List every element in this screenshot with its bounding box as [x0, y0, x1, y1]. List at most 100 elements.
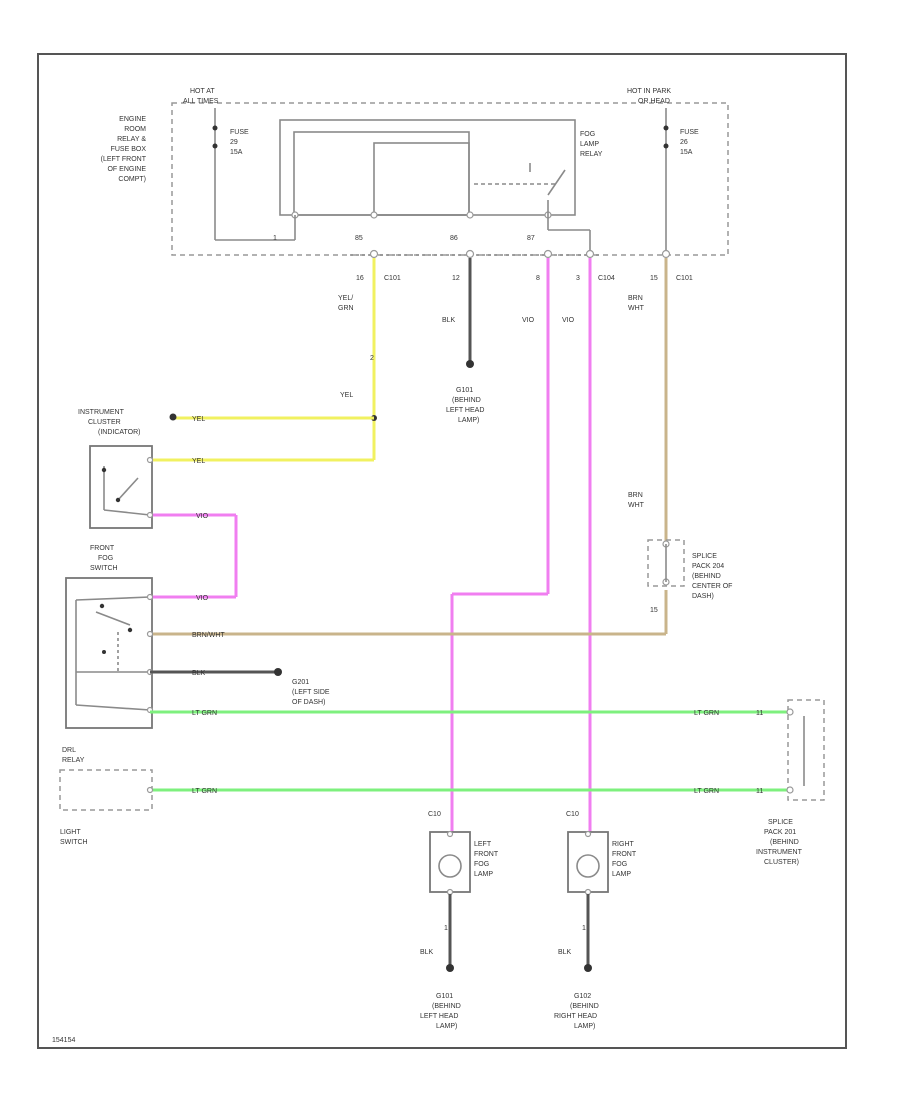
svg-text:8: 8	[536, 275, 540, 282]
svg-text:INSTRUMENT: INSTRUMENT	[756, 849, 803, 856]
left-front-fog-lamp: C10 LEFT FRONT FOG LAMP 1 BLK	[420, 811, 499, 972]
svg-text:BRN: BRN	[628, 295, 643, 302]
svg-text:BLK: BLK	[192, 670, 206, 677]
svg-text:LEFT HEAD: LEFT HEAD	[446, 407, 484, 414]
svg-text:SWITCH: SWITCH	[90, 565, 118, 572]
svg-text:LAMP: LAMP	[612, 871, 631, 878]
c101-label-1: C101	[384, 275, 401, 282]
svg-text:(BEHIND: (BEHIND	[432, 1003, 461, 1010]
c104-label: C104	[598, 275, 615, 282]
svg-text:FUSE BOX: FUSE BOX	[111, 146, 147, 153]
svg-text:HOT IN PARK: HOT IN PARK	[627, 88, 671, 95]
svg-text:LAMP: LAMP	[474, 871, 493, 878]
svg-text:FOG: FOG	[612, 861, 627, 868]
svg-text:YEL: YEL	[340, 392, 353, 399]
svg-text:LT GRN: LT GRN	[192, 710, 217, 717]
svg-text:FUSE: FUSE	[230, 129, 249, 136]
svg-text:YEL/: YEL/	[338, 295, 353, 302]
svg-text:YEL: YEL	[192, 416, 205, 423]
svg-text:LAMP): LAMP)	[436, 1023, 457, 1030]
svg-text:BLK: BLK	[558, 949, 572, 956]
fuse-box-label: ENGINE ROOM RELAY & FUSE BOX (LEFT FRONT…	[101, 116, 147, 183]
svg-text:FRONT: FRONT	[474, 851, 499, 858]
svg-text:BLK: BLK	[420, 949, 434, 956]
svg-text:BRN/WHT: BRN/WHT	[192, 632, 225, 639]
svg-text:G101: G101	[456, 387, 473, 394]
svg-text:ENGINE: ENGINE	[119, 116, 146, 123]
svg-text:FOG: FOG	[98, 555, 113, 562]
svg-text:(BEHIND: (BEHIND	[452, 397, 481, 404]
fog-lamp-relay: FOG LAMP RELAY	[279, 119, 603, 250]
svg-text:VIO: VIO	[196, 513, 209, 520]
svg-text:C10: C10	[428, 811, 441, 818]
svg-text:15: 15	[650, 275, 658, 282]
svg-text:COMPT): COMPT)	[118, 176, 146, 183]
fuse-29: FUSE 29 15A 1	[212, 108, 295, 242]
drl-relay: DRL RELAY LIGHT SWITCH	[59, 747, 154, 846]
ground-g102: G102 (BEHIND RIGHT HEAD LAMP)	[554, 993, 599, 1030]
svg-text:LEFT HEAD: LEFT HEAD	[420, 1013, 458, 1020]
diagram-code: 154154	[52, 1037, 75, 1044]
svg-text:(LEFT SIDE: (LEFT SIDE	[292, 689, 330, 696]
front-fog-switch: FRONT FOG SWITCH	[65, 545, 154, 729]
svg-text:VIO: VIO	[562, 317, 575, 324]
svg-text:RELAY: RELAY	[580, 151, 603, 158]
svg-text:LIGHT: LIGHT	[60, 829, 81, 836]
svg-text:15: 15	[650, 607, 658, 614]
svg-text:15A: 15A	[230, 149, 243, 156]
svg-text:(BEHIND: (BEHIND	[692, 573, 721, 580]
svg-text:HOT AT: HOT AT	[190, 88, 215, 95]
svg-text:C10: C10	[566, 811, 579, 818]
svg-text:12: 12	[452, 275, 460, 282]
svg-text:ROOM: ROOM	[124, 126, 146, 133]
pin-85: 85	[355, 235, 363, 242]
svg-text:CENTER OF: CENTER OF	[692, 583, 732, 590]
svg-text:PACK 204: PACK 204	[692, 563, 724, 570]
wire-violet: VIO VIO VIO VIO	[150, 258, 592, 832]
svg-text:VIO: VIO	[522, 317, 535, 324]
svg-text:WHT: WHT	[628, 502, 645, 509]
svg-text:G102: G102	[574, 993, 591, 1000]
svg-text:1: 1	[582, 925, 586, 932]
svg-text:11: 11	[756, 788, 763, 795]
svg-text:FRONT: FRONT	[90, 545, 115, 552]
svg-text:ALL TIMES: ALL TIMES	[183, 98, 219, 105]
svg-text:15A: 15A	[680, 149, 693, 156]
connector-c101-row: 16 C101 12 8 3 C104 15 C101	[350, 249, 693, 282]
wire-black-g101: BLK G101 (BEHIND LEFT HEAD LAMP)	[442, 258, 484, 424]
svg-text:RELAY &: RELAY &	[117, 136, 146, 143]
fuse-box-outline	[171, 102, 729, 256]
svg-text:(BEHIND: (BEHIND	[770, 839, 799, 846]
svg-text:26: 26	[680, 139, 688, 146]
right-front-fog-lamp: C10 RIGHT FRONT FOG LAMP 1 BLK	[558, 811, 637, 972]
svg-text:BRN: BRN	[628, 492, 643, 499]
svg-text:1: 1	[444, 925, 448, 932]
svg-text:2: 2	[370, 355, 374, 362]
svg-text:VIO: VIO	[196, 595, 209, 602]
svg-text:CLUSTER: CLUSTER	[88, 419, 121, 426]
svg-text:DASH): DASH)	[692, 593, 714, 600]
instrument-cluster: INSTRUMENT CLUSTER (INDICATOR)	[78, 409, 154, 529]
svg-text:SPLICE: SPLICE	[768, 819, 793, 826]
svg-text:LAMP: LAMP	[580, 141, 599, 148]
pin-86: 86	[450, 235, 458, 242]
hot-in-park-label: HOT IN PARK OR HEAD	[627, 88, 671, 105]
svg-text:FUSE: FUSE	[680, 129, 699, 136]
svg-text:LT GRN: LT GRN	[694, 710, 719, 717]
svg-text:SWITCH: SWITCH	[60, 839, 88, 846]
svg-text:GRN: GRN	[338, 305, 354, 312]
svg-text:FOG: FOG	[580, 131, 595, 138]
svg-text:LEFT: LEFT	[474, 841, 492, 848]
hot-at-all-times-label: HOT AT ALL TIMES	[183, 88, 219, 105]
svg-text:CLUSTER): CLUSTER)	[764, 859, 799, 866]
svg-text:INSTRUMENT: INSTRUMENT	[78, 409, 125, 416]
svg-text:29: 29	[230, 139, 238, 146]
ground-g101-bottom: G101 (BEHIND LEFT HEAD LAMP)	[420, 993, 461, 1030]
svg-text:FOG: FOG	[474, 861, 489, 868]
svg-text:RIGHT: RIGHT	[612, 841, 635, 848]
svg-text:SPLICE: SPLICE	[692, 553, 717, 560]
svg-text:G201: G201	[292, 679, 309, 686]
svg-text:PACK 201: PACK 201	[764, 829, 796, 836]
